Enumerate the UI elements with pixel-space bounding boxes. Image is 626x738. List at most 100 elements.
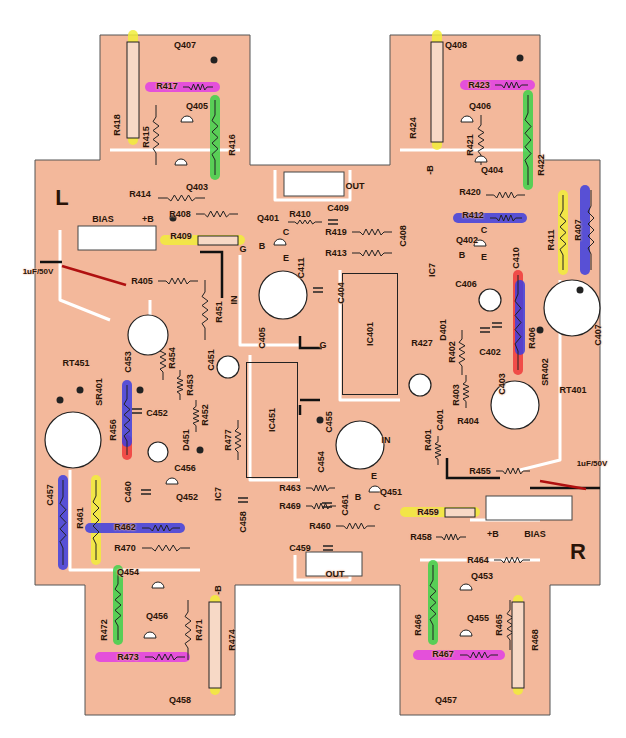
part-label: L <box>55 186 68 210</box>
part-label: R455 <box>469 466 491 476</box>
solder-pad <box>517 55 524 62</box>
part-label: SR402 <box>540 358 550 386</box>
power-resistor-symbol <box>209 602 221 688</box>
part-label: R423 <box>468 80 490 90</box>
part-label: R474 <box>227 629 237 651</box>
resistor-symbol <box>515 275 521 370</box>
part-label: Q401 <box>257 213 279 223</box>
marker-highlights <box>63 35 585 690</box>
part-label: IC7 <box>427 263 437 277</box>
part-label: R456 <box>108 419 118 441</box>
part-label: R467 <box>432 649 454 659</box>
marker-stroke <box>465 80 530 90</box>
marker-stroke <box>90 523 180 533</box>
part-label: R401 <box>423 429 433 451</box>
part-label: R470 <box>114 543 136 553</box>
marker-stroke <box>405 507 475 517</box>
resistor-symbol <box>490 215 522 221</box>
resistor-symbol <box>60 480 66 565</box>
resistor-symbol <box>193 400 199 432</box>
solder-pad <box>577 287 584 294</box>
part-label: C453 <box>123 351 133 373</box>
part-label: C401 <box>435 409 445 431</box>
part-label: Q452 <box>176 492 198 502</box>
power-resistor-symbol <box>127 42 139 138</box>
part-label: R463 <box>279 483 301 493</box>
ceramic-capacitor-symbol <box>141 490 151 494</box>
resistor-symbol <box>288 220 322 224</box>
resistor-symbol <box>142 545 190 551</box>
solder-pad <box>317 417 324 424</box>
marker-stroke <box>210 600 220 690</box>
part-label: R415 <box>141 126 151 148</box>
part-label: IN <box>382 435 391 445</box>
part-label: C454 <box>316 451 326 473</box>
part-label: Q458 <box>169 695 191 705</box>
power-resistor-symbol <box>198 236 238 245</box>
ceramic-capacitor-symbol <box>323 546 333 550</box>
resistor-symbol <box>115 570 121 640</box>
part-label: R417 <box>156 81 178 91</box>
resistor-symbol <box>525 95 531 185</box>
transistor-symbol <box>475 156 487 162</box>
resistor-symbol <box>352 229 392 235</box>
part-label: R461 <box>75 507 85 529</box>
marker-stroke <box>91 480 101 560</box>
power-resistor-symbol <box>445 508 475 517</box>
ceramic-capacitor-symbol <box>313 288 323 292</box>
part-label: R412 <box>462 210 484 220</box>
part-label: C459 <box>289 543 311 553</box>
part-label: C409 <box>327 203 349 213</box>
resistor-symbol <box>177 370 183 400</box>
part-label: C408 <box>398 225 408 247</box>
solder-pad <box>57 397 64 404</box>
power-resistor-symbol <box>431 42 443 142</box>
part-label: R471 <box>194 619 204 641</box>
part-label: RT451 <box>62 358 89 368</box>
part-label: OUT <box>346 181 365 191</box>
resistor-symbol <box>306 503 336 509</box>
electrolytic-capacitor-symbol <box>336 421 384 469</box>
resistor-symbol <box>124 385 130 455</box>
part-label: B <box>355 492 362 502</box>
resistor-symbol <box>460 652 498 658</box>
part-label: D451 <box>181 429 191 451</box>
part-label: C458 <box>238 511 248 533</box>
part-label: BIAS <box>524 529 546 539</box>
part-label: R402 <box>447 341 457 363</box>
transistor-symbol <box>152 582 164 588</box>
part-label: R <box>570 540 586 564</box>
part-label: R472 <box>99 619 109 641</box>
part-label: C406 <box>455 279 477 289</box>
resistor-symbol <box>306 485 335 491</box>
resistor-symbol <box>588 190 594 270</box>
part-label: E <box>371 471 377 481</box>
part-label: D401 <box>438 319 448 341</box>
solder-pad <box>77 387 84 394</box>
part-label: R473 <box>117 652 139 662</box>
part-label: Q406 <box>469 101 491 111</box>
etch-gaps <box>60 150 560 580</box>
part-label: C455 <box>324 411 334 433</box>
part-label: C461 <box>340 494 350 516</box>
marker-stroke <box>428 565 438 640</box>
marker-stroke <box>210 100 220 175</box>
part-label: C411 <box>296 257 306 278</box>
part-label: B <box>259 241 266 251</box>
ceramic-capacitor-symbol <box>492 323 502 327</box>
transistor-symbol <box>369 486 381 492</box>
part-label: R410 <box>289 209 311 219</box>
electrolytic-capacitor-symbol <box>148 442 168 462</box>
part-label: Q407 <box>174 40 196 50</box>
transistor-symbol <box>175 159 187 165</box>
part-label: R453 <box>185 374 195 396</box>
part-label: C404 <box>336 282 346 304</box>
power-resistor-symbol <box>512 602 524 688</box>
ic-name: IC451 <box>267 408 277 432</box>
part-label: R427 <box>411 338 433 348</box>
part-label: +B <box>142 214 154 224</box>
part-label: C410 <box>511 247 521 269</box>
marker-stroke <box>58 480 68 565</box>
